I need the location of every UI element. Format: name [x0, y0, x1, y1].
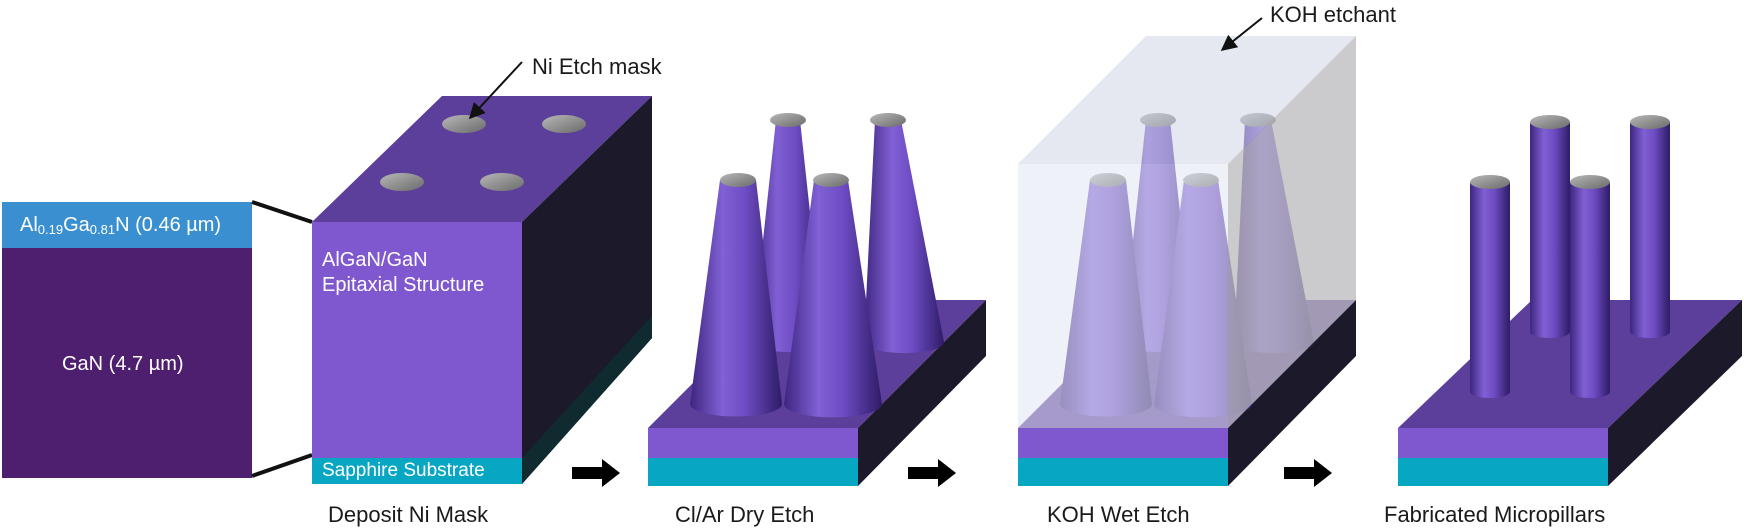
- block-front-sapphire: [312, 458, 522, 484]
- block-side-face: [522, 96, 652, 484]
- etched-cone: [690, 180, 782, 417]
- gan-layer-block: [2, 248, 252, 478]
- ni-mask-label: Ni Etch mask: [532, 54, 662, 79]
- cone-cap: [813, 173, 849, 187]
- koh-pointer-arrow: [1220, 17, 1263, 51]
- ni-mask-disc: [542, 115, 586, 133]
- step-caption: Fabricated Micropillars: [1384, 502, 1606, 527]
- etched-cone: [784, 180, 882, 418]
- step-caption: Deposit Ni Mask: [328, 502, 489, 527]
- block-side-sapphire: [522, 316, 652, 484]
- connector-line-bottom: [251, 453, 313, 478]
- koh-bath-front: [1018, 164, 1228, 428]
- base-front-epi: [1398, 428, 1608, 458]
- epi-label-line2: Epitaxial Structure: [322, 274, 485, 296]
- cone-cap: [720, 173, 756, 187]
- base-front-sapphire: [1018, 458, 1228, 486]
- ni-mask-disc: [480, 173, 524, 191]
- ni-mask-pointer-arrow: [468, 61, 523, 120]
- gan-layer-label: GaN (4.7 µm): [62, 353, 184, 375]
- wet-etch-structure: [1018, 17, 1356, 486]
- micropillar: [1630, 122, 1670, 338]
- sapphire-label: Sapphire Substrate: [322, 460, 485, 481]
- algan-layer-block: [2, 202, 252, 248]
- micropillar: [1530, 122, 1570, 338]
- pillar-cap: [1630, 115, 1670, 129]
- koh-etchant-label: KOH etchant: [1270, 2, 1396, 27]
- koh-bath-side: [1228, 36, 1356, 428]
- epitaxial-block: [312, 61, 652, 484]
- cone-cap: [870, 113, 906, 127]
- pillar-cap: [1570, 175, 1610, 189]
- base-front-sapphire: [648, 458, 858, 486]
- pillar-cap: [1470, 175, 1510, 189]
- step-arrow-3: [1284, 459, 1332, 487]
- step-caption: Cl/Ar Dry Etch: [675, 502, 815, 527]
- step-arrow-2: [908, 459, 956, 487]
- base-side-face: [858, 300, 986, 486]
- pillar-cap: [1530, 115, 1570, 129]
- dry-etch-structure: [648, 113, 986, 486]
- base-side-face: [1228, 300, 1356, 486]
- ni-mask-disc: [442, 115, 486, 133]
- micropillar: [1570, 182, 1610, 398]
- step-caption: KOH Wet Etch: [1047, 502, 1190, 527]
- ni-mask-disc: [380, 173, 424, 191]
- base-front-epi: [648, 428, 858, 458]
- base-front-epi: [1018, 428, 1228, 458]
- base-front-sapphire: [1398, 458, 1608, 486]
- etched-cone: [864, 120, 944, 354]
- block-front-epi: [312, 222, 522, 458]
- base-side-face: [1608, 300, 1742, 486]
- cone-cap: [770, 113, 806, 127]
- micropillar-structure: [1398, 115, 1742, 486]
- step-arrow-1: [572, 459, 620, 487]
- connector-line-top: [251, 200, 313, 224]
- koh-bath-top: [1018, 36, 1356, 164]
- algan-layer-label: Al0.19Ga0.81N (0.46 µm): [20, 214, 222, 237]
- micropillar: [1470, 182, 1510, 398]
- epi-label-line1: AlGaN/GaN: [322, 249, 428, 271]
